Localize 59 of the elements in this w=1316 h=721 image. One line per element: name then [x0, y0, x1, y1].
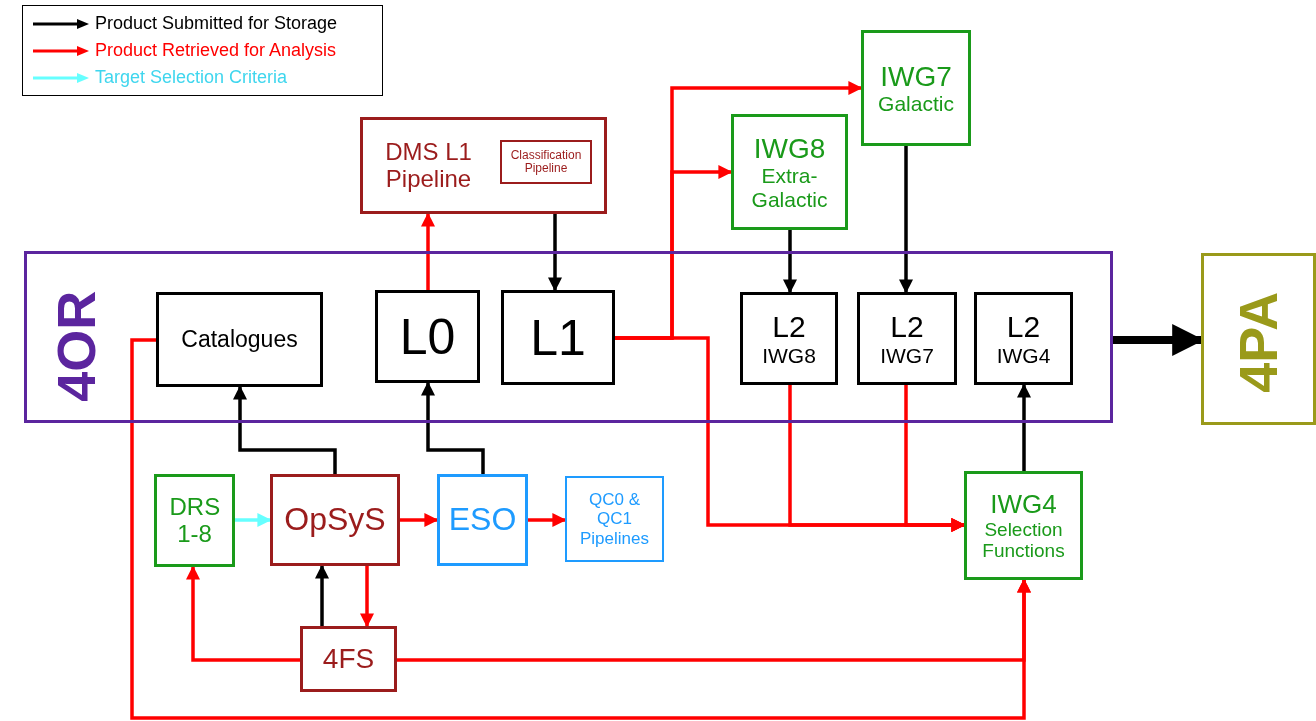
box-label: IWG7	[880, 60, 952, 92]
box-label: L2	[1006, 309, 1041, 344]
process-box	[740, 292, 838, 385]
arrow	[528, 513, 567, 527]
box-label: Extra-Galactic	[750, 164, 829, 212]
group-panel	[24, 251, 1113, 423]
box-label: DMS L1 Pipeline	[384, 138, 473, 193]
box-label: IWG8	[753, 132, 826, 165]
box-label: 4FS	[322, 643, 375, 675]
process-box	[974, 292, 1073, 385]
box-label: ESO	[448, 502, 517, 538]
vertical-label: 4OR	[46, 290, 107, 402]
process-box	[437, 474, 528, 566]
arrow	[548, 214, 562, 292]
process-box	[154, 474, 235, 567]
process-box	[857, 292, 957, 385]
box-label: IWG4	[996, 343, 1051, 368]
arrow	[421, 381, 485, 474]
box-label: Classification Pipeline	[509, 148, 583, 176]
arrow	[360, 566, 374, 628]
arrow	[1017, 383, 1031, 471]
legend-label: Target Selection Criteria	[95, 66, 288, 89]
arrow	[899, 146, 913, 294]
process-box	[156, 292, 323, 387]
arrow	[783, 230, 797, 294]
box-label: OpSyS	[284, 502, 386, 538]
legend-label: Product Submitted for Storage	[95, 12, 338, 35]
box-label: Galactic	[878, 91, 954, 116]
box-label: Selection Functions	[981, 518, 1066, 562]
arrow	[130, 338, 1031, 720]
box-label: IWG4	[990, 489, 1057, 519]
process-box	[861, 30, 971, 146]
process-box	[375, 290, 480, 383]
process-box	[360, 117, 607, 214]
box-label: L2	[772, 309, 806, 344]
box-label: L2	[890, 309, 924, 344]
process-box	[565, 476, 664, 562]
process-box	[300, 626, 397, 692]
box-label: Catalogues	[181, 326, 298, 353]
process-box	[1201, 253, 1316, 425]
box-label: L0	[399, 308, 456, 365]
arrow	[400, 513, 439, 527]
legend-label: Product Retrieved for Analysis	[95, 39, 337, 62]
process-box	[501, 290, 615, 385]
arrow	[233, 385, 337, 474]
box-label: IWG8	[762, 343, 816, 368]
process-box	[270, 474, 400, 566]
arrow	[186, 565, 300, 662]
arrow	[421, 212, 435, 290]
vertical-label: 4PA	[1228, 291, 1289, 393]
box-label: DRS 1-8	[169, 493, 220, 548]
arrow	[235, 513, 272, 527]
process-box	[964, 471, 1083, 580]
arrow	[315, 564, 329, 626]
box-label: IWG7	[880, 343, 934, 368]
box-label: QC0 & QC1 Pipelines	[579, 490, 650, 548]
process-box	[731, 114, 848, 230]
box-label: L1	[530, 309, 586, 366]
process-box	[500, 140, 592, 184]
